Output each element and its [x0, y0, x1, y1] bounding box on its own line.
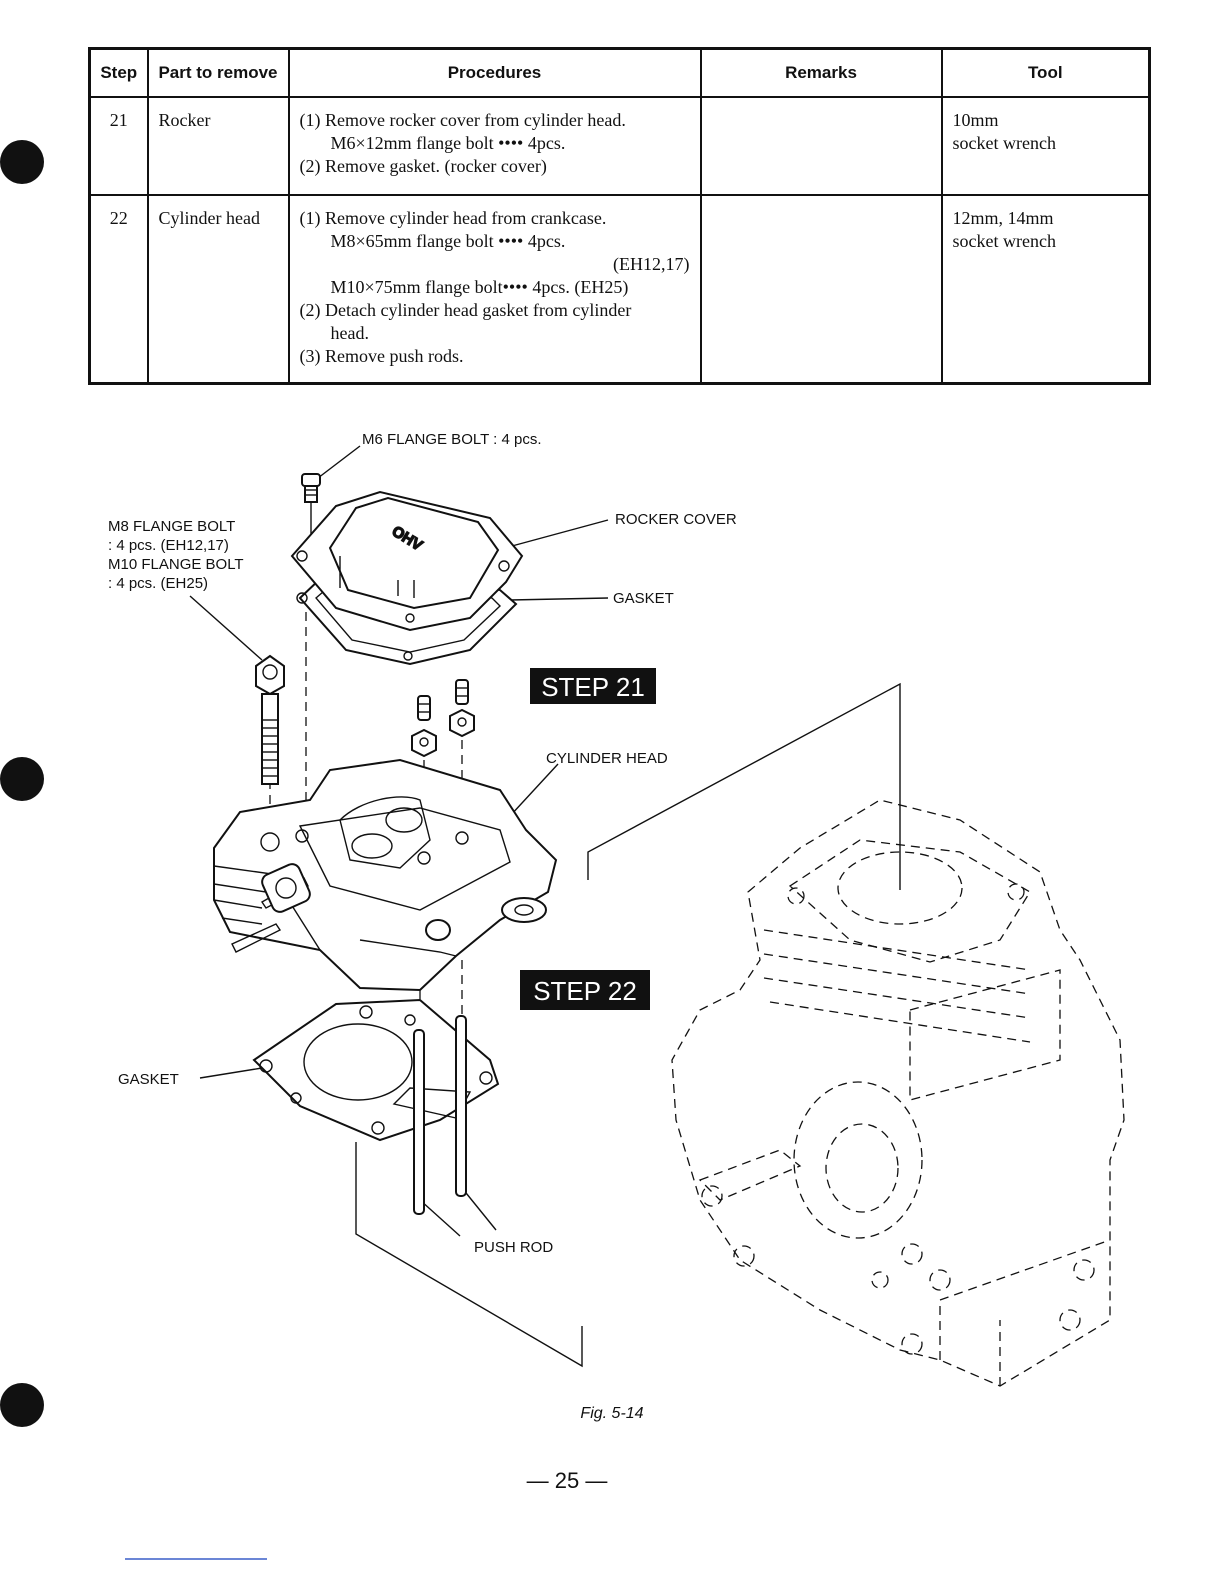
header-procedures: Procedures: [287, 47, 702, 98]
label-gasket-top: GASKET: [613, 590, 674, 607]
table-row: 22 Cylinder head (1) Remove cylinder hea…: [88, 194, 1151, 384]
tool-line: 12mm, 14mm: [952, 208, 1054, 228]
bolt-thread: [262, 719, 278, 777]
step-number: 22: [88, 194, 149, 384]
header-step: Step: [88, 47, 149, 98]
punch-hole-middle: [0, 757, 44, 801]
label-rocker-cover: ROCKER COVER: [615, 511, 737, 528]
step-number: 21: [88, 96, 149, 196]
rocker-studs-and-nuts: [411, 679, 475, 758]
label-push-rod: PUSH ROD: [474, 1239, 553, 1256]
head-flange-bolt: [255, 654, 285, 785]
step-21-label: STEP 21: [541, 672, 645, 702]
procedure-line: head.: [330, 323, 369, 343]
procedure-line: (2) Remove gasket. (rocker cover): [299, 156, 547, 176]
step-21-badge: STEP 21: [530, 668, 656, 704]
header-tool: Tool: [940, 47, 1151, 98]
cylinder-head-gasket: [252, 998, 500, 1142]
procedure-line: M6×12mm flange bolt •••• 4pcs.: [330, 133, 566, 153]
figure-caption: Fig. 5-14: [580, 1405, 643, 1422]
crankcase: [671, 799, 1125, 1387]
table-header-row: Step Part to remove Procedures Remarks T…: [88, 47, 1151, 98]
procedure-line: M10×75mm flange bolt•••• 4pcs. (EH25): [330, 277, 629, 297]
procedure-line: (EH12,17): [613, 254, 690, 274]
step-22-badge: STEP 22: [520, 970, 650, 1010]
leader-lines: [189, 445, 609, 1237]
procedure-line: (3) Remove push rods.: [299, 346, 464, 366]
punch-hole-bottom: [0, 1383, 44, 1427]
label-m8-flange-bolt: M8 FLANGE BOLT: [108, 518, 235, 535]
rocker-cover: OHV: [290, 490, 524, 632]
label-m10-flange-bolt: M10 FLANGE BOLT: [108, 556, 244, 573]
remarks-cell: [699, 96, 943, 196]
page-number: — 25 —: [527, 1468, 608, 1493]
procedures-cell: (1) Remove rocker cover from cylinder he…: [287, 96, 702, 196]
procedures-cell: (1) Remove cylinder head from crankcase.…: [287, 194, 702, 384]
header-part: Part to remove: [146, 47, 290, 98]
label-m10-quantity: : 4 pcs. (EH25): [108, 575, 208, 592]
tool-line: 10mm: [952, 110, 999, 130]
push-rods: [413, 1015, 467, 1215]
cylinder-head: [213, 758, 558, 992]
step-22-label: STEP 22: [533, 976, 637, 1006]
punch-hole-top: [0, 140, 44, 184]
m6-flange-bolt: [301, 473, 321, 503]
procedure-line: (1) Remove cylinder head from crankcase.: [299, 208, 607, 228]
part-name: Cylinder head: [146, 194, 290, 384]
procedure-line: M8×65mm flange bolt •••• 4pcs.: [330, 231, 566, 251]
header-remarks: Remarks: [699, 47, 943, 98]
tool-line: socket wrench: [952, 231, 1056, 251]
procedure-line: (2) Detach cylinder head gasket from cyl…: [299, 300, 632, 320]
disassembly-steps-table: Step Part to remove Procedures Remarks T…: [88, 47, 1151, 385]
part-name: Rocker: [146, 96, 290, 196]
remarks-cell: [699, 194, 943, 384]
table-row: 21 Rocker (1) Remove rocker cover from c…: [88, 96, 1151, 196]
label-m6-flange-bolt: M6 FLANGE BOLT : 4 pcs.: [362, 431, 542, 448]
label-cylinder-head: CYLINDER HEAD: [546, 750, 668, 767]
procedure-line: (1) Remove rocker cover from cylinder he…: [299, 110, 626, 130]
figure-labels: M6 FLANGE BOLT : 4 pcs. M8 FLANGE BOLT :…: [108, 431, 737, 1256]
label-m8-quantity: : 4 pcs. (EH12,17): [108, 537, 229, 554]
tool-line: socket wrench: [952, 133, 1056, 153]
label-gasket-bottom: GASKET: [118, 1071, 179, 1088]
tool-cell: 10mm socket wrench: [940, 96, 1151, 196]
tool-cell: 12mm, 14mm socket wrench: [940, 194, 1151, 384]
